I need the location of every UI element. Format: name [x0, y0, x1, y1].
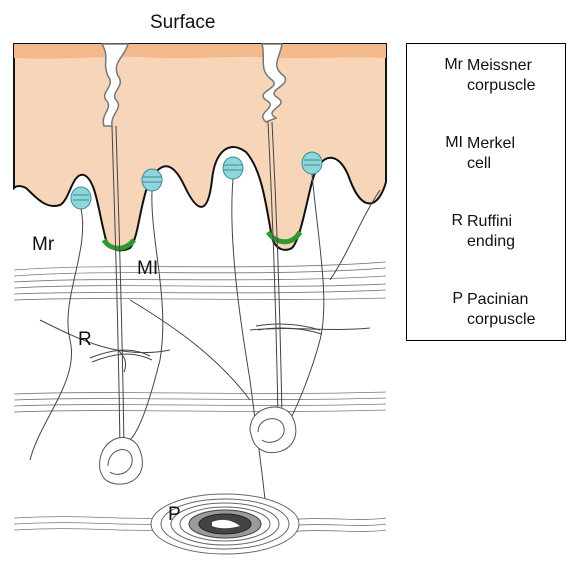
ruffini-label: R: [78, 329, 92, 350]
ruffini-endings: [90, 324, 322, 372]
legend-item-merkel: MI Merkel cell: [407, 134, 567, 194]
legend-item-pacinian: P Pacinian corpuscle: [407, 290, 567, 350]
meissner-label: Mr: [32, 234, 55, 255]
legend-abbr: R: [451, 212, 463, 230]
surface-label: Surface: [150, 12, 215, 33]
meissner-corpuscle: [223, 157, 243, 179]
legend-name: Meissner corpuscle: [467, 56, 563, 96]
legend-abbr: MI: [445, 134, 463, 152]
legend: Mr Meissner corpuscle MI Merkel cell R R…: [406, 43, 566, 341]
meissner-corpuscle: [302, 152, 322, 174]
meissner-corpuscle: [71, 187, 91, 209]
meissner-corpuscle: [142, 169, 162, 191]
epidermis: [14, 44, 386, 250]
merkel-label: MI: [137, 258, 158, 279]
legend-name: Pacinian corpuscle: [467, 290, 563, 330]
surface-band: [14, 44, 386, 59]
legend-name: Merkel cell: [467, 134, 563, 174]
capsule-left: [100, 438, 143, 485]
legend-abbr: P: [452, 290, 463, 308]
legend-name: Ruffini ending: [467, 212, 563, 252]
encapsulated-endings: [100, 407, 296, 484]
capsule-right: [250, 407, 296, 453]
legend-item-meissner: Mr Meissner corpuscle: [407, 56, 567, 116]
pacinian-label: P: [168, 504, 181, 525]
legend-item-ruffini: R Ruffini ending: [407, 212, 567, 272]
legend-abbr: Mr: [444, 56, 463, 74]
